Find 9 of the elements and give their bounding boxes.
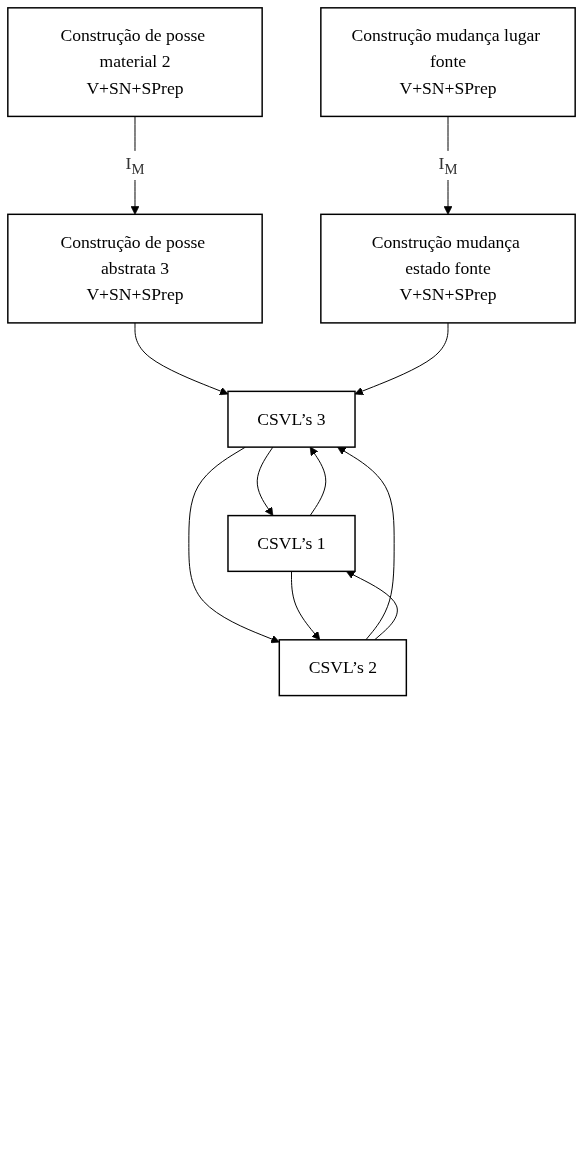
node-box: Construção de posse material 2 V+SN+SPrep xyxy=(7,7,263,118)
node-box: CSVL’s 2 xyxy=(278,639,408,697)
node-box: CSVL’s 1 xyxy=(227,514,356,573)
node-box: Construção mudança lugar fonte V+SN+SPrep xyxy=(320,7,576,118)
edge-label: I$_{M}$ xyxy=(125,153,145,177)
node-box: CSVL’s 3 xyxy=(227,390,356,448)
edge-label: I$_{M}$ xyxy=(438,153,458,177)
node-box: Construção mudança estado fonte V+SN+SPrep xyxy=(320,213,576,324)
node-box: Construção de posse abstrata 3 V+SN+SPrep xyxy=(7,213,263,324)
